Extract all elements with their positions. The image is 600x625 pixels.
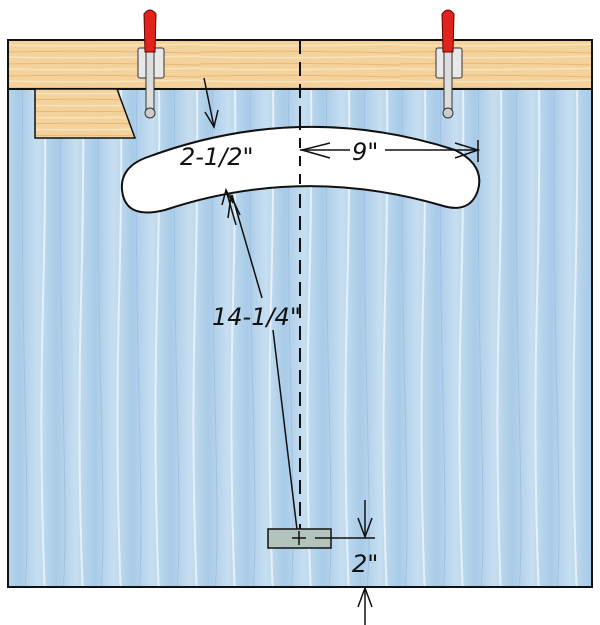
radius-dimension <box>227 193 299 539</box>
radius-label: 14-1/4" <box>212 303 301 331</box>
offset-label: 2" <box>352 550 378 578</box>
toggle-clamp-left <box>137 9 165 119</box>
span-dimension <box>299 140 481 162</box>
span-label: 9" <box>352 138 378 166</box>
toggle-clamp-right <box>435 9 463 119</box>
offset-dimension <box>328 500 375 625</box>
thickness-label: 2-1/2" <box>180 143 254 171</box>
stop-block <box>34 88 137 139</box>
curved-workpiece <box>120 125 481 214</box>
